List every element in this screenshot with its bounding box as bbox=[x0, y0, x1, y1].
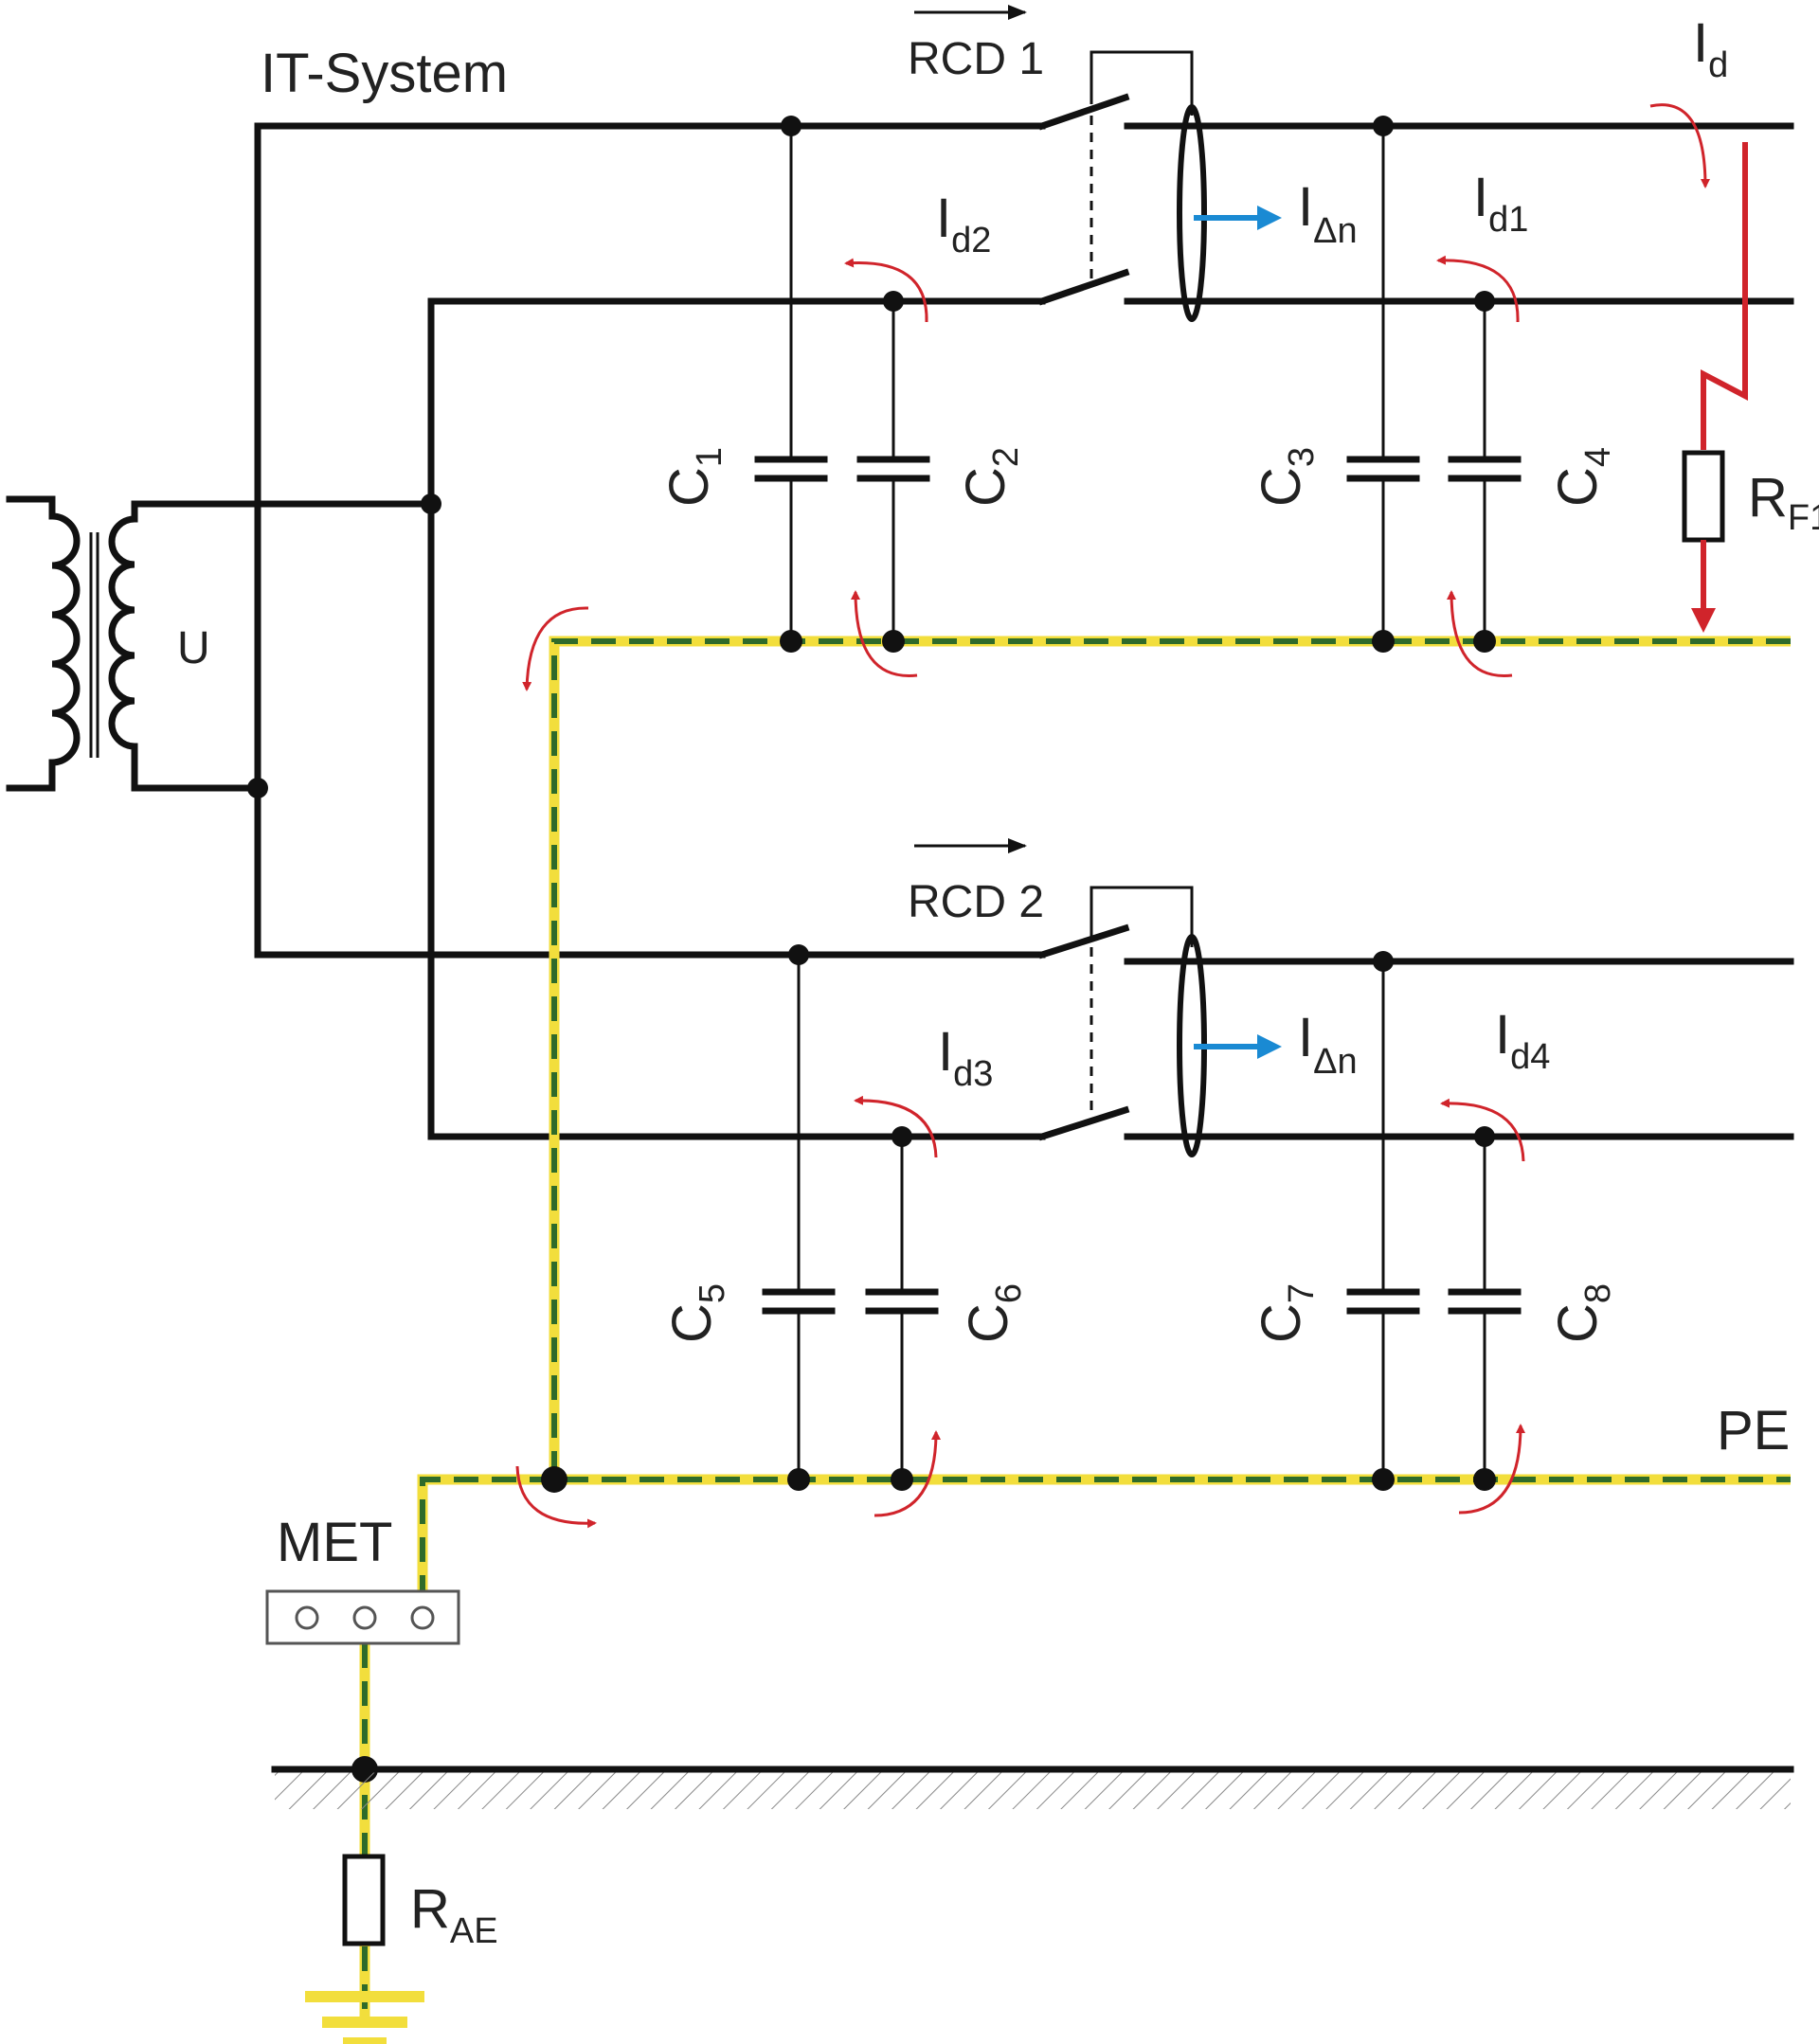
svg-text:C2: C2 bbox=[955, 447, 1026, 507]
rcd-1-residual-label: IΔn bbox=[1298, 176, 1358, 251]
id-label: Id bbox=[1693, 12, 1728, 85]
junction-dots bbox=[247, 116, 1496, 1783]
rcd-2-residual-label: IΔn bbox=[1298, 1007, 1358, 1082]
main-earthing-terminal: MET bbox=[265, 1512, 460, 1645]
pe-label: PE bbox=[1717, 1400, 1790, 1461]
capacitor-legs bbox=[789, 126, 1486, 1479]
met-label: MET bbox=[277, 1512, 392, 1573]
transformer: U bbox=[6, 495, 435, 792]
current-arrows: Id Id2 Id1 Id3 Id4 bbox=[515, 12, 1728, 1529]
source-voltage-label: U bbox=[177, 623, 210, 673]
svg-text:C3: C3 bbox=[1251, 447, 1322, 507]
svg-text:C4: C4 bbox=[1547, 447, 1618, 507]
capacitor-c5: C5 bbox=[661, 1283, 836, 1343]
rf1-label: RF1 bbox=[1748, 467, 1819, 538]
svg-text:C8: C8 bbox=[1547, 1283, 1618, 1343]
svg-text:C7: C7 bbox=[1251, 1283, 1322, 1343]
rcd-2: RCD 2 IΔn bbox=[908, 838, 1358, 1157]
fault-resistor-rf1 bbox=[1682, 450, 1725, 543]
capacitor-c3: C3 bbox=[1251, 447, 1420, 507]
protective-earth-conductor: PE bbox=[359, 636, 1791, 2027]
fault-path: RF1 bbox=[1682, 142, 1819, 633]
capacitor-c2: C2 bbox=[856, 447, 1026, 507]
svg-text:C1: C1 bbox=[658, 447, 729, 507]
capacitor-c1: C1 bbox=[658, 447, 828, 507]
svg-text:C5: C5 bbox=[661, 1283, 732, 1343]
capacitor-c6: C6 bbox=[865, 1283, 1029, 1343]
earth-electrode: RAE bbox=[305, 1854, 498, 2044]
id2-label: Id2 bbox=[936, 188, 991, 260]
capacitor-c7: C7 bbox=[1251, 1283, 1420, 1343]
rcd-1-label: RCD 1 bbox=[908, 34, 1044, 84]
rcd-1: RCD 1 IΔn bbox=[908, 5, 1358, 322]
capacitor-c8: C8 bbox=[1448, 1283, 1618, 1343]
svg-text:C6: C6 bbox=[958, 1283, 1029, 1343]
id3-label: Id3 bbox=[938, 1021, 993, 1094]
ground-surface bbox=[271, 1766, 1794, 1809]
earth-resistor-rae bbox=[342, 1854, 386, 1946]
rae-label: RAE bbox=[410, 1878, 498, 1951]
rcd-2-label: RCD 2 bbox=[908, 877, 1044, 927]
id1-label: Id1 bbox=[1473, 167, 1528, 240]
capacitor-c4: C4 bbox=[1448, 447, 1618, 507]
diagram-title: IT-System bbox=[261, 43, 508, 104]
id4-label: Id4 bbox=[1495, 1004, 1550, 1077]
line-conductors bbox=[254, 122, 1794, 1140]
